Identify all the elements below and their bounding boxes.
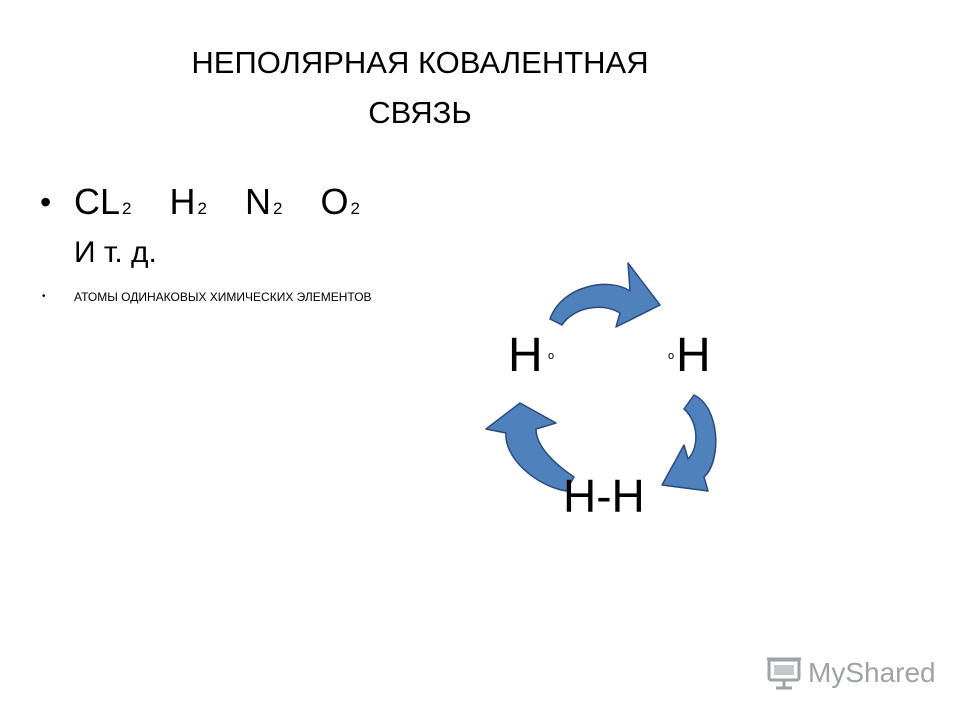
slide-title: НЕПОЛЯРНАЯ КОВАЛЕНТНАЯ СВЯЗЬ	[60, 38, 780, 138]
bullet-list: • CL2 H2 N2 O2 И т. д. • атомы одинаковы…	[36, 178, 416, 305]
cycle-arrow-right	[661, 394, 717, 492]
bullet-note-text: атомы одинаковых химических элементов	[74, 290, 372, 304]
title-line-1: НЕПОЛЯРНАЯ КОВАЛЕНТНАЯ	[191, 45, 649, 80]
bullet-dot-small-icon: •	[42, 291, 46, 302]
cycle-left-mark: o	[548, 350, 554, 362]
cycle-right-atom: H	[676, 329, 711, 382]
title-line-2: СВЯЗЬ	[368, 95, 472, 130]
projector-screen-icon	[767, 657, 801, 690]
bullet-etc: И т. д.	[74, 236, 157, 269]
cycle-arrow-left	[485, 402, 575, 492]
cycle-right-mark: o	[668, 350, 674, 362]
watermark: MyShared	[766, 653, 936, 693]
bullet-dot-icon: •	[40, 184, 52, 220]
bullet-note: • атомы одинаковых химических элементов	[36, 289, 416, 305]
cycle-diagram: H o o H H-H	[470, 255, 750, 525]
cycle-svg: H o o H H-H	[485, 262, 717, 522]
cycle-bottom-molecule: H-H	[563, 470, 645, 522]
watermark-text: MyShared	[808, 657, 936, 688]
cycle-left-atom: H	[508, 329, 543, 382]
cycle-arrow-top	[549, 262, 661, 328]
